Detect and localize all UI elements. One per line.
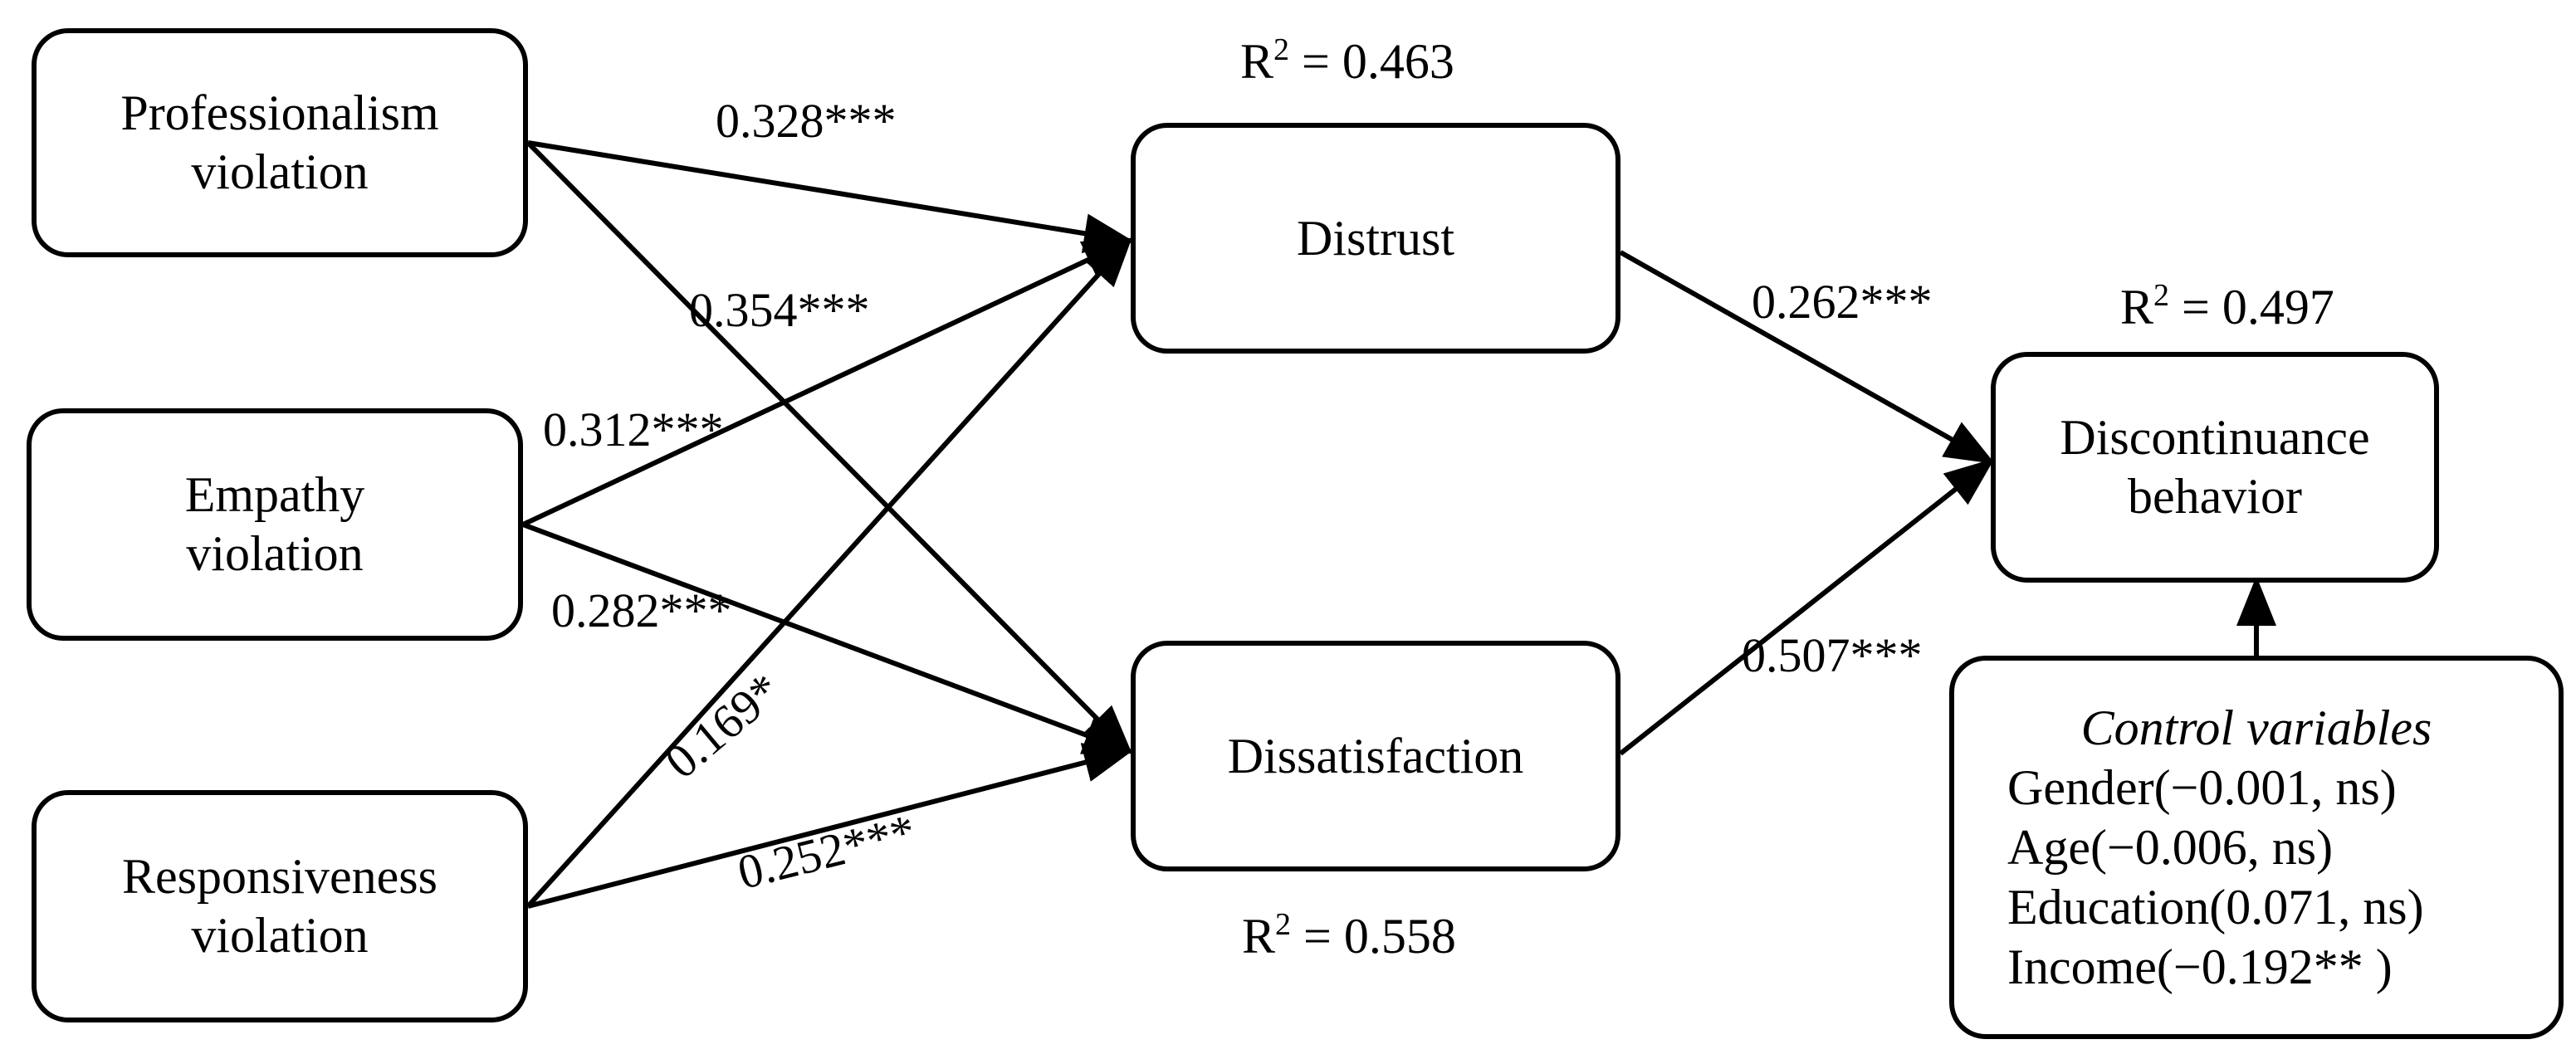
node-discontinuance-line1: Discontinuance bbox=[2060, 410, 2370, 466]
control-item-age: Age(−0.006, ns) bbox=[2007, 820, 2334, 875]
r2-distrust: R2 = 0.463 bbox=[1240, 32, 1454, 89]
coef-professionalism-dissatisfaction: 0.354*** bbox=[689, 283, 870, 337]
control-item-education: Education(0.071, ns) bbox=[2007, 880, 2424, 935]
node-dissatisfaction-label: Dissatisfaction bbox=[1227, 728, 1524, 783]
node-empathy-violation: Empathy violation bbox=[27, 408, 523, 641]
node-distrust: Distrust bbox=[1131, 123, 1620, 354]
control-item-income: Income(−0.192** ) bbox=[2007, 939, 2393, 994]
arrow-responsiveness-dissatisfaction bbox=[527, 743, 1134, 909]
coef-dissatisfaction-discontinuance: 0.507*** bbox=[1742, 628, 1923, 682]
node-professionalism-violation: Professionalism violation bbox=[32, 28, 528, 257]
coef-professionalism-distrust: 0.328*** bbox=[716, 94, 897, 148]
arrow-distrust-discontinuance bbox=[1619, 250, 1996, 464]
node-discontinuance-line2: behavior bbox=[2128, 469, 2302, 524]
node-discontinuance-behavior: Discontinuance behavior bbox=[1991, 352, 2439, 583]
node-empathy-line1: Empathy bbox=[184, 467, 365, 523]
node-professionalism-line2: violation bbox=[191, 144, 369, 199]
r2-dissatisfaction: R2 = 0.558 bbox=[1242, 907, 1456, 964]
arrow-dissatisfaction-discontinuance bbox=[1619, 458, 1995, 756]
arrow-professionalism-dissatisfaction bbox=[525, 140, 1133, 755]
arrow-empathy-distrust bbox=[521, 238, 1134, 527]
node-empathy-line2: violation bbox=[186, 526, 364, 581]
control-item-gender: Gender(−0.001, ns) bbox=[2007, 760, 2397, 815]
node-responsiveness-line2: violation bbox=[191, 908, 369, 963]
arrow-empathy-dissatisfaction bbox=[521, 522, 1134, 754]
arrow-responsiveness-distrust bbox=[525, 237, 1133, 909]
r2-discontinuance: R2 = 0.497 bbox=[2120, 278, 2334, 334]
node-dissatisfaction: Dissatisfaction bbox=[1131, 641, 1620, 871]
control-variables-title: Control variables bbox=[2080, 700, 2432, 755]
node-distrust-label: Distrust bbox=[1296, 210, 1455, 266]
coef-empathy-dissatisfaction: 0.282*** bbox=[551, 583, 732, 637]
coef-empathy-distrust: 0.312*** bbox=[543, 403, 724, 456]
coef-distrust-discontinuance: 0.262*** bbox=[1752, 275, 1933, 329]
node-professionalism-line1: Professionalism bbox=[120, 85, 439, 141]
node-responsiveness-line1: Responsiveness bbox=[122, 849, 437, 905]
node-responsiveness-violation: Responsiveness violation bbox=[32, 790, 528, 1022]
node-control-variables: Control variables Gender(−0.001, ns) Age… bbox=[1949, 656, 2564, 1039]
arrow-professionalism-distrust bbox=[527, 140, 1134, 254]
